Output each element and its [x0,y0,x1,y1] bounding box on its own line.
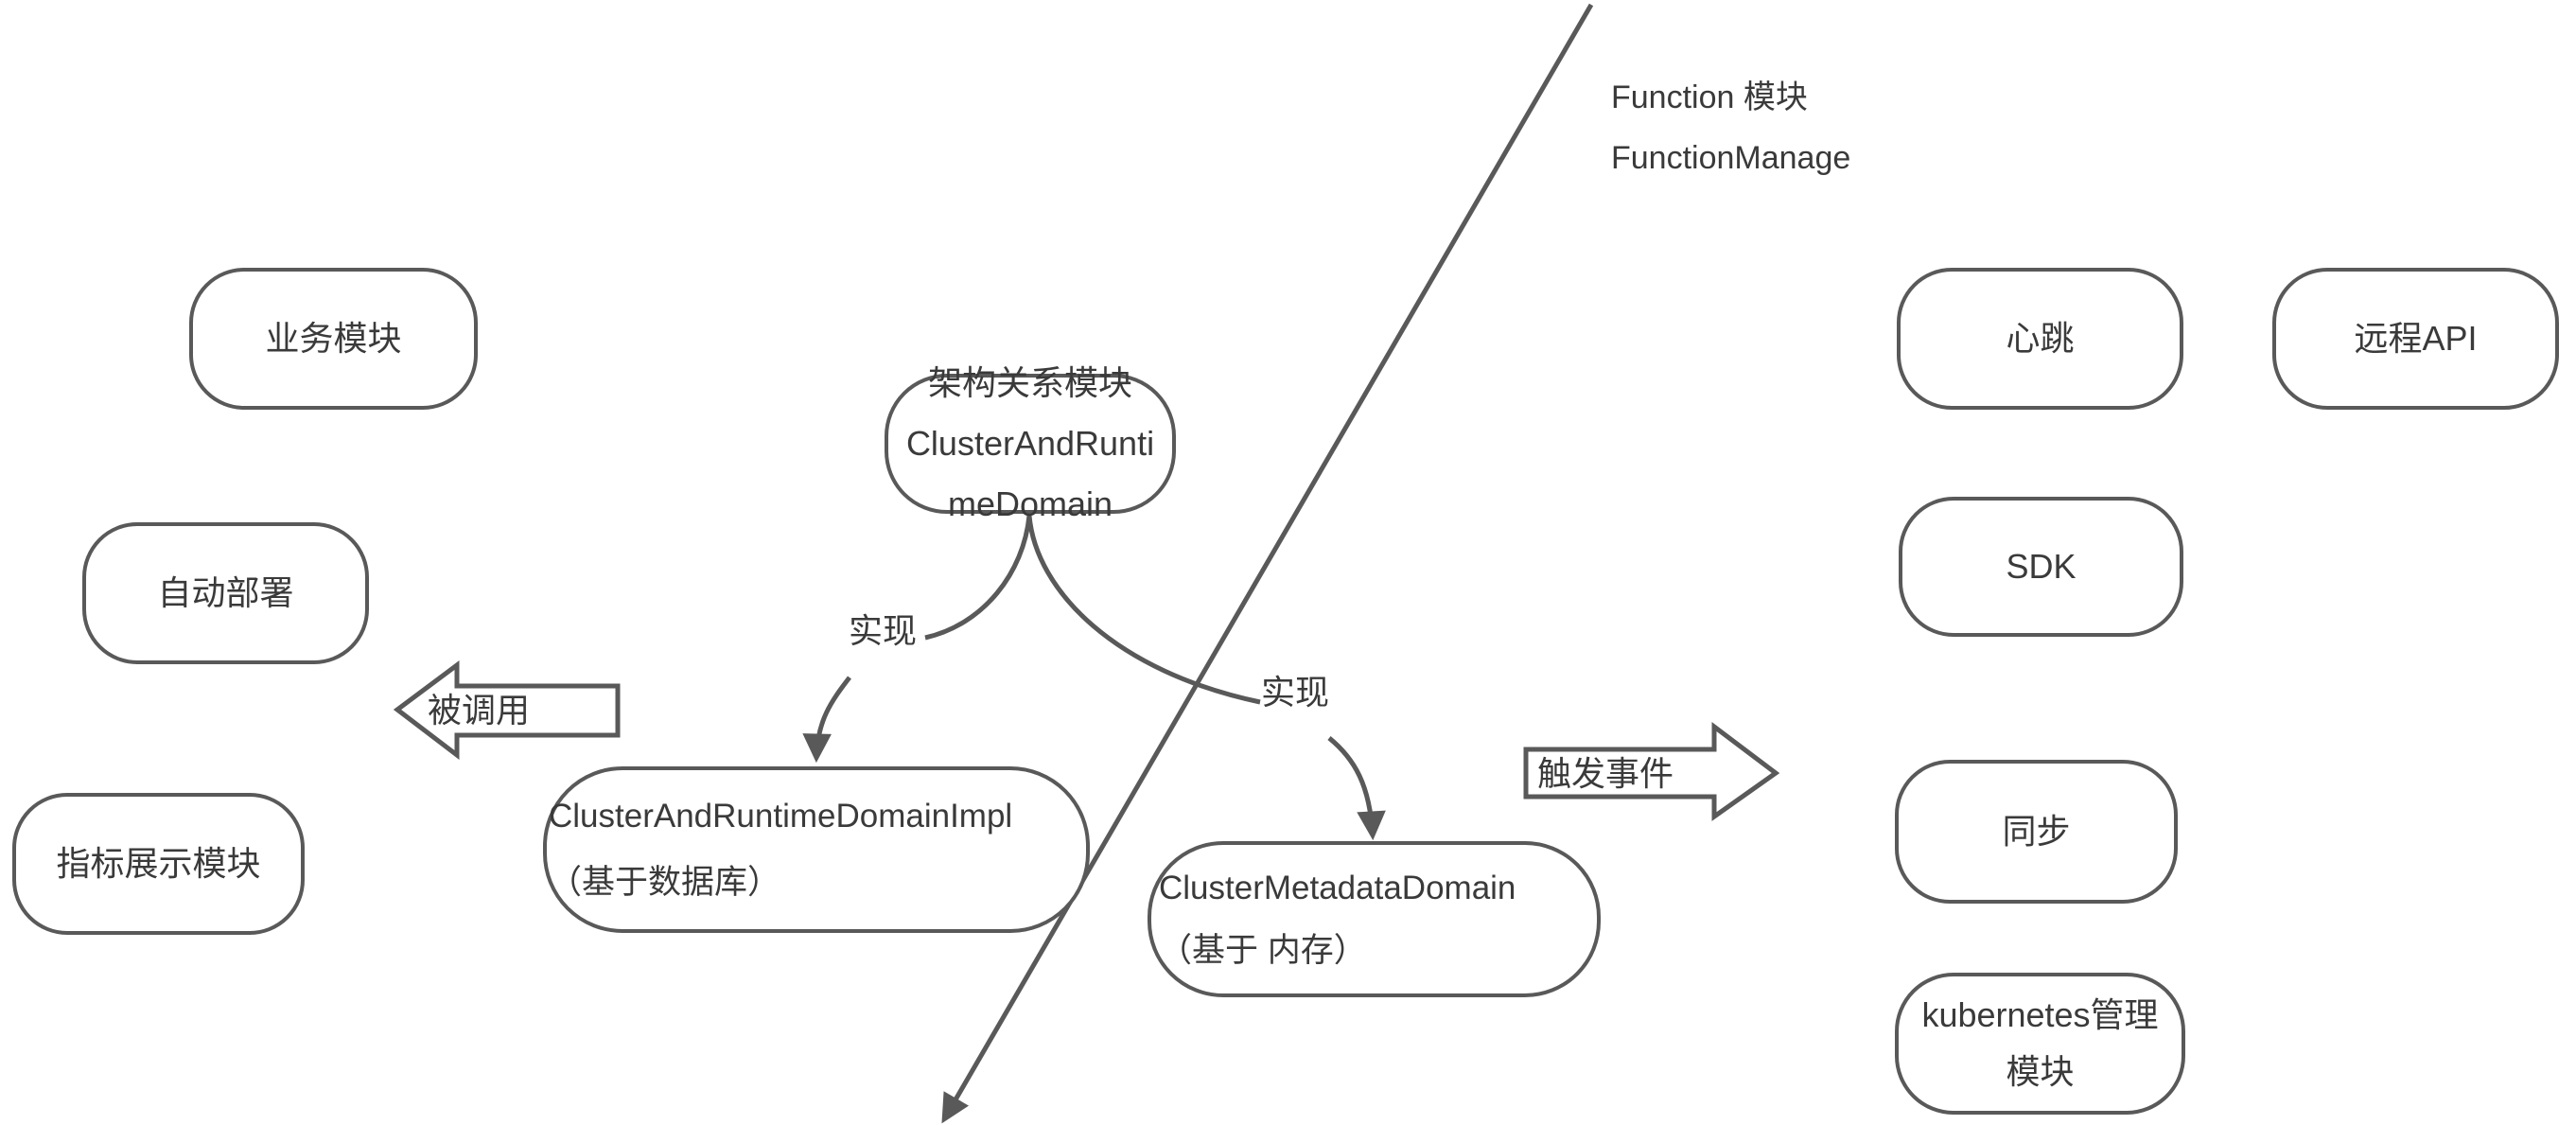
realize-arrow-to-metadata [1327,736,1386,841]
node-arch-relation-domain: 架构关系模块 ClusterAndRunti meDomain [885,363,1176,523]
node-kubernetes-module: kubernetes管理 模块 [1895,973,2185,1115]
node-remote-api: 远程API [2272,268,2559,410]
node-cluster-runtime-domain-impl: ClusterAndRuntimeDomainImpl （基于数据库） [543,766,1090,933]
node-cluster-metadata-domain-label: ClusterMetadataDomain （基于 内存） [1159,869,1516,969]
node-sdk: SDK [1899,497,2183,637]
called-block-arrow [393,660,621,761]
realize-label-right: 实现 [1261,673,1330,712]
realize-branch-right-curve [1026,515,1261,705]
module-divider-arrow-line [941,3,1594,1124]
node-heartbeat-label: 心跳 [2006,318,2075,358]
node-remote-api-label: 远程API [2354,318,2478,358]
realize-branch-left-curve [924,515,1032,641]
node-metrics-display-label: 指标展示模块 [56,843,261,883]
called-arrow-label: 被调用 [428,691,531,729]
node-sync: 同步 [1895,760,2178,904]
node-auto-deploy: 自动部署 [82,522,369,664]
node-metrics-display: 指标展示模块 [12,793,305,935]
realize-label-left: 实现 [849,611,918,650]
node-business-module: 业务模块 [189,268,478,410]
node-cluster-runtime-domain-impl-label: ClusterAndRuntimeDomainImpl （基于数据库） [549,798,1013,901]
node-sdk-label: SDK [2006,546,2077,586]
node-kubernetes-module-label: kubernetes管理 模块 [1921,995,2159,1091]
realize-arrow-to-impl [802,676,851,764]
trigger-event-arrow-label: 触发事件 [1537,754,1674,793]
node-sync-label: 同步 [2002,811,2071,851]
node-arch-relation-domain-label: 架构关系模块 ClusterAndRunti meDomain [905,363,1155,523]
node-cluster-metadata-domain: ClusterMetadataDomain （基于 内存） [1148,841,1601,997]
node-business-module-label: 业务模块 [265,318,402,358]
node-auto-deploy-label: 自动部署 [157,572,294,612]
function-module-caption: Function 模块 FunctionManage [1611,79,1851,176]
trigger-event-block-arrow [1523,721,1780,821]
node-heartbeat: 心跳 [1897,268,2183,410]
